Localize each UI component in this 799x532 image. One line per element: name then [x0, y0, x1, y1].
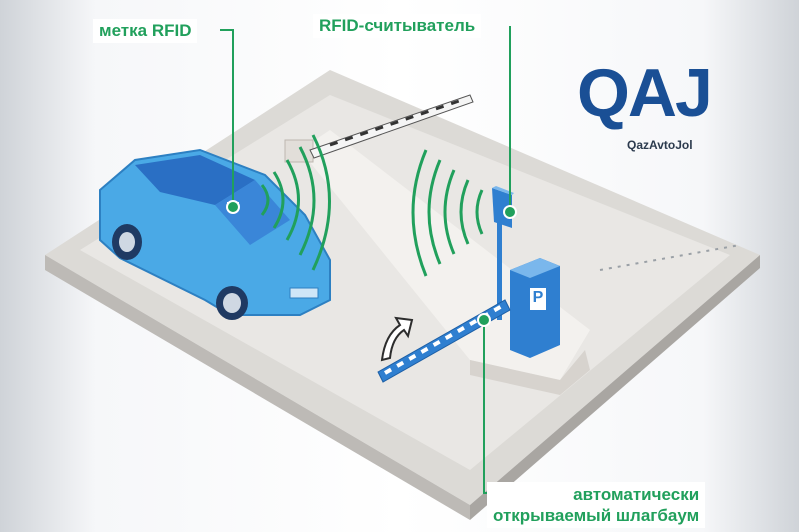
parking-terminal — [510, 258, 560, 358]
rfid-tag-label: метка RFID — [93, 19, 198, 43]
rear-barrier — [284, 94, 474, 163]
lane-divider — [599, 244, 741, 271]
rfid-reader-label: RFID-считыватель — [313, 14, 482, 38]
logo-subtitle: QazAvtoJol — [627, 138, 693, 152]
barrier-label-line1: автоматически — [573, 485, 700, 504]
road-platform-edge — [45, 255, 470, 520]
barrier-label: автоматически открываемый шлагбаум — [487, 482, 706, 528]
logo: QAJ QazAvtoJol — [577, 58, 747, 168]
road-platform-side — [470, 255, 760, 520]
logo-name: QAJ — [577, 55, 713, 131]
reader-signal-waves — [411, 149, 484, 277]
parking-sign: P — [532, 289, 544, 306]
barrier-label-line2: открываемый шлагбаум — [493, 506, 700, 525]
central-island-edge — [470, 350, 590, 395]
tag-signal-waves — [260, 134, 331, 271]
callout-lines — [220, 26, 517, 494]
car — [99, 148, 331, 320]
